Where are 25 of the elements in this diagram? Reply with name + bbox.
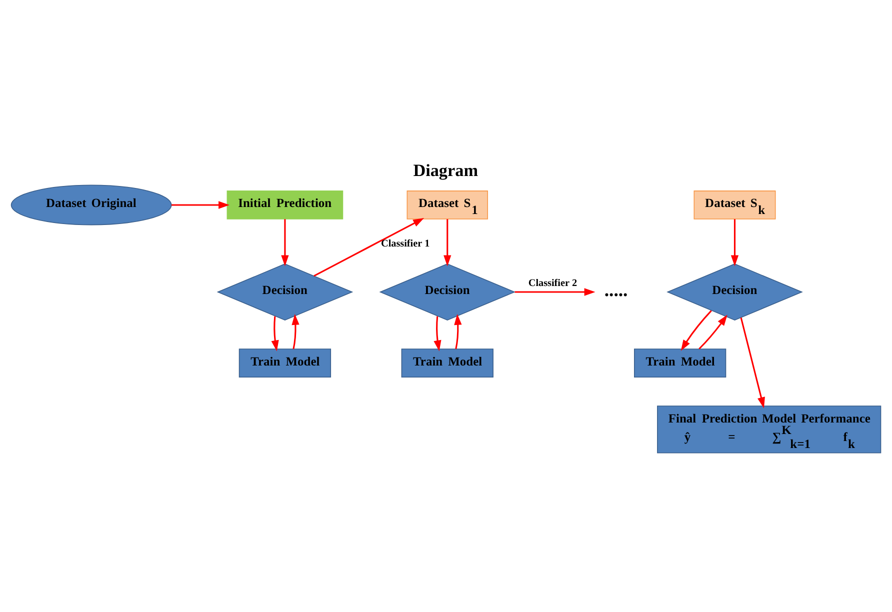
arrow — [740, 317, 765, 408]
arrow — [292, 313, 300, 349]
arrow — [444, 218, 452, 266]
arrow — [172, 200, 230, 208]
arrow — [680, 310, 712, 350]
arrow — [514, 288, 596, 296]
arrow — [698, 314, 728, 349]
node-box: Initial Prediction — [226, 190, 344, 219]
edge-label: Classifier 2 — [528, 278, 578, 289]
node-text: ..... — [604, 280, 628, 301]
node-diamond: Decision — [216, 262, 354, 320]
node-diamond: Decision — [379, 262, 516, 320]
arrow — [281, 218, 289, 266]
edge-label: Classifier 1 — [381, 238, 430, 249]
arrow — [271, 316, 279, 351]
node-diamond: Decision — [666, 262, 803, 320]
arrow — [730, 218, 739, 266]
arrow — [314, 218, 424, 276]
arrow — [454, 313, 462, 349]
node-box: Train Model — [634, 348, 726, 378]
node-box: Train Model — [238, 348, 332, 378]
arrow — [434, 316, 442, 351]
node-box: Train Model — [401, 348, 494, 378]
node-ellipse: Dataset Original — [10, 184, 172, 225]
diagram-title: Diagram — [413, 160, 478, 180]
